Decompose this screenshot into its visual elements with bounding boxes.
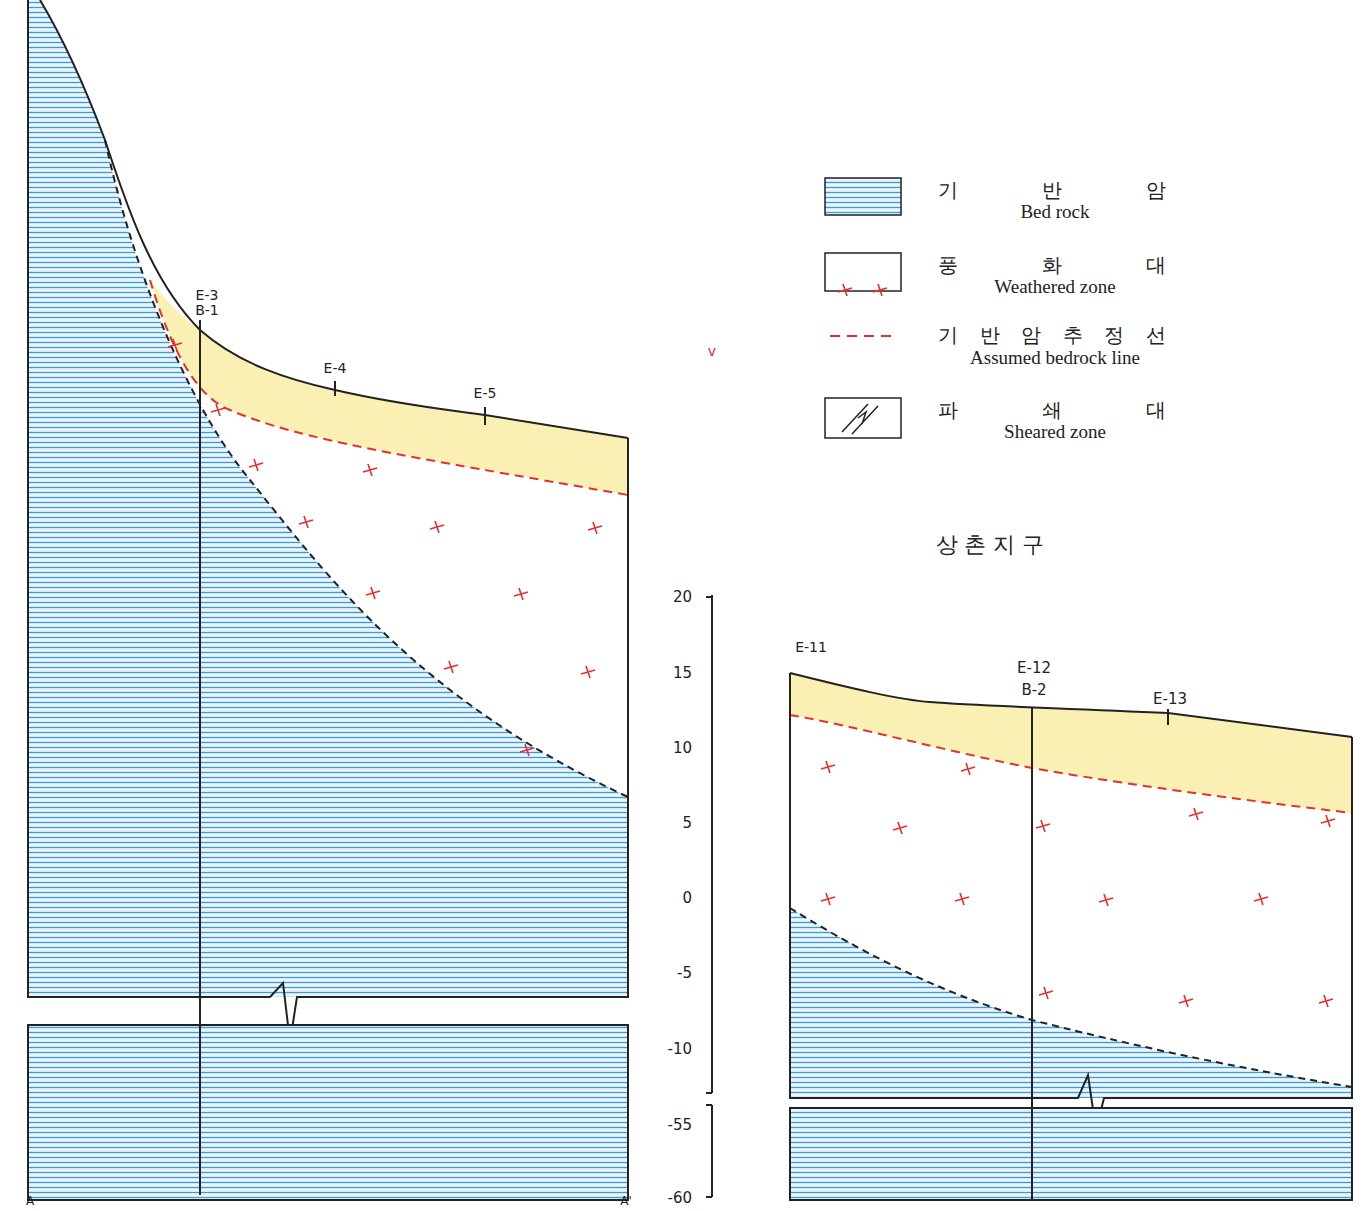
scale-number: 10 — [673, 740, 692, 757]
assumed-bedrock-line — [150, 280, 628, 495]
section-outline — [790, 673, 1352, 1130]
weathered-sample — [825, 253, 901, 291]
section-outline — [28, 0, 628, 1042]
borehole-label: B-2 — [1021, 682, 1046, 699]
weathered-mark — [211, 404, 225, 416]
ground-surface — [790, 673, 1352, 737]
weathered-mark — [363, 464, 377, 476]
bedrock-area — [28, 0, 628, 997]
sheared-symbol — [842, 404, 878, 434]
bedrock-line — [105, 140, 628, 797]
scale-number: 15 — [673, 665, 692, 682]
weathered-marks — [168, 284, 1335, 1007]
weathered-mark — [838, 284, 852, 296]
scale-number: -10 — [668, 1041, 693, 1058]
weathered-mark — [366, 587, 380, 599]
legend-text: Assumed bedrock line — [970, 348, 1140, 369]
scale-number: 0 — [682, 890, 692, 907]
lower-bedrock — [28, 1025, 628, 1200]
borehole-label: B-1 — [195, 303, 219, 318]
legend-korean: 기 반 암 추 정 선 — [938, 324, 1166, 346]
weathered-mark — [514, 588, 528, 600]
scale-number: -60 — [668, 1190, 693, 1207]
tick — [199, 320, 201, 332]
topsoil-area — [150, 280, 628, 495]
legend-korean: 기 반 암 — [938, 179, 1166, 201]
legend-korean: 파 쇄 대 — [938, 399, 1166, 421]
weathered-mark — [1039, 987, 1053, 999]
weathered-mark — [1179, 995, 1193, 1007]
borehole-label: E-5 — [474, 386, 497, 401]
weathered-mark — [588, 522, 602, 534]
scale-number: 20 — [673, 589, 692, 606]
weathered-mark — [299, 516, 313, 528]
legend-text: Weathered zone — [994, 277, 1115, 298]
weathered-mark — [1319, 995, 1333, 1007]
tick — [484, 407, 486, 425]
borehole-label: E-3 — [196, 288, 219, 303]
ground-surface — [40, 0, 628, 438]
section-end: A — [26, 1195, 34, 1208]
bedrock-line — [790, 908, 1352, 1087]
weathered-mark — [1254, 893, 1268, 905]
weathered-mark — [955, 893, 969, 905]
borehole-label: E-13 — [1153, 691, 1187, 708]
borehole — [1031, 707, 1033, 1200]
legend-korean: 풍 화 대 — [938, 254, 1166, 276]
scale-bar — [706, 595, 712, 1197]
borehole-label: E-11 — [795, 640, 827, 655]
weathered-mark — [1099, 894, 1113, 906]
assumed-line-sample — [830, 335, 898, 337]
weathered-mark — [581, 666, 595, 678]
borehole-label: E-12 — [1017, 660, 1051, 677]
weathered-mark — [873, 284, 887, 296]
assumed-bedrock-line — [790, 715, 1352, 813]
sheared-sample — [825, 398, 901, 438]
area-title: 상 촌 지 구 — [936, 533, 1045, 557]
bedrock-area — [790, 908, 1352, 1098]
topsoil-area — [790, 673, 1352, 813]
weathered-mark — [893, 822, 907, 834]
weathered-mark — [1036, 820, 1050, 832]
stray-mark: v — [708, 344, 716, 359]
bedrock-sample — [825, 178, 901, 215]
weathered-mark — [520, 744, 534, 756]
scale-number: -55 — [668, 1117, 693, 1134]
section-end: A' — [620, 1195, 632, 1208]
tick — [1167, 709, 1169, 725]
scale-number: -5 — [677, 965, 692, 982]
weathered-mark — [821, 893, 835, 905]
weathered-mark — [1189, 808, 1203, 820]
weathered-mark — [444, 661, 458, 673]
scale-number: 5 — [682, 815, 692, 832]
weathered-mark — [961, 763, 975, 775]
weathered-mark — [821, 761, 835, 773]
weathered-mark — [430, 521, 444, 533]
weathered-mark — [168, 339, 182, 351]
borehole — [199, 330, 201, 1195]
legend-text: Sheared zone — [1004, 422, 1106, 443]
borehole-label: E-4 — [324, 361, 347, 376]
weathered-mark — [249, 459, 263, 471]
legend-text: Bed rock — [1020, 202, 1089, 223]
tick — [334, 381, 336, 396]
weathered-mark — [1321, 815, 1335, 827]
lower-bedrock — [790, 1108, 1352, 1200]
